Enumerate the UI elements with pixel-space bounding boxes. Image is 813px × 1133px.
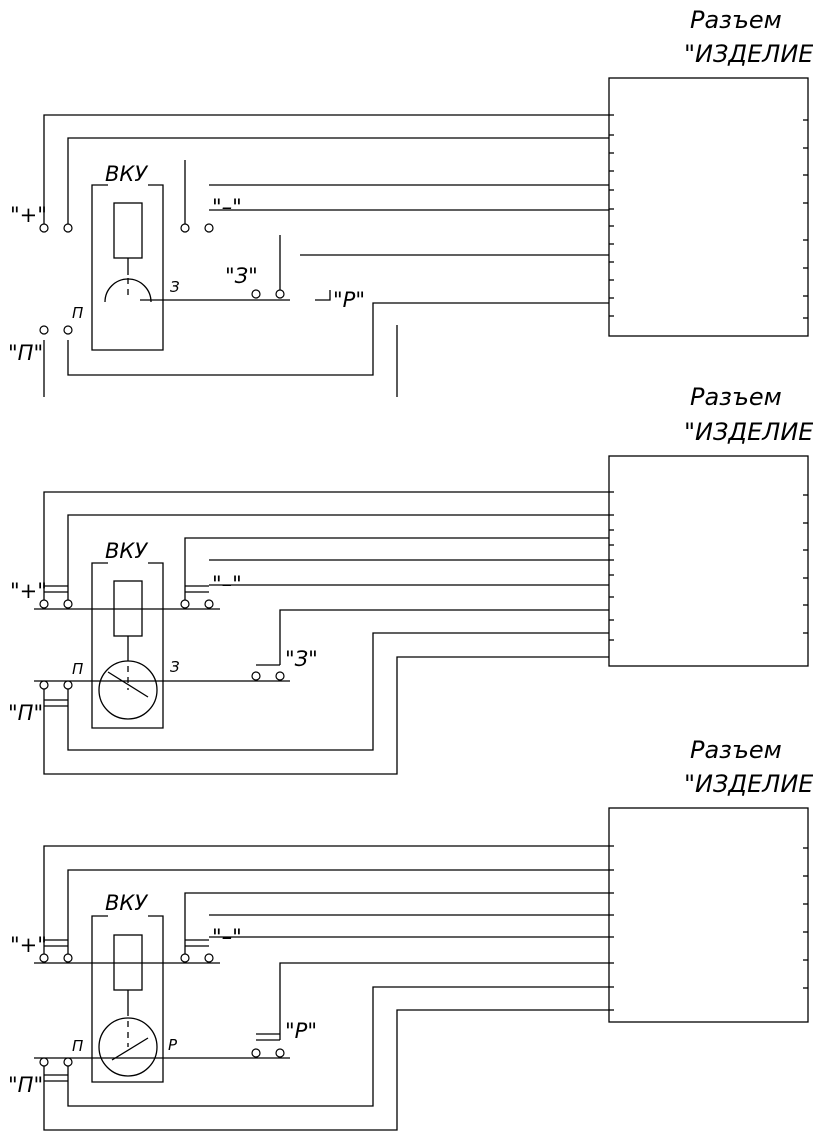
connector-ticks bbox=[609, 845, 808, 1011]
terminals bbox=[39, 599, 285, 690]
z-switch-label: "З" bbox=[285, 647, 318, 671]
connector-ticks bbox=[609, 491, 808, 641]
contact-label: Р bbox=[168, 1036, 178, 1054]
plus-terminal-label: "+" bbox=[10, 579, 47, 603]
connector-title: Разъем bbox=[690, 383, 782, 411]
minus-terminal-label: "–" bbox=[212, 572, 242, 596]
connector-name: "ИЗДЕЛИЕ" bbox=[684, 770, 813, 798]
connector-block bbox=[608, 77, 809, 337]
p-terminal-label: "П" bbox=[8, 701, 43, 725]
minus-terminal-label: "–" bbox=[212, 195, 242, 219]
r-switch-label: "Р" bbox=[285, 1019, 317, 1043]
p-small-label: П bbox=[72, 304, 83, 322]
minus-terminal-label: "–" bbox=[212, 925, 242, 949]
vku-label: ВКУ bbox=[105, 539, 148, 563]
terminals bbox=[39, 953, 285, 1067]
z-switch-label: "З" bbox=[225, 264, 258, 288]
diagram-2: Разъем "ИЗДЕЛИЕ" bbox=[8, 383, 813, 775]
contact-label: З bbox=[170, 278, 180, 296]
relay-coil bbox=[113, 202, 143, 259]
connector-block bbox=[608, 807, 809, 1023]
plus-terminal-label: "+" bbox=[10, 203, 47, 227]
gauge-dial bbox=[98, 1017, 158, 1077]
diagram-1: Разъем "ИЗДЕЛИЕ" bbox=[8, 6, 813, 397]
vku-unit bbox=[91, 562, 164, 729]
p-small-label: П bbox=[72, 1037, 83, 1055]
r-switch-label: "Р" bbox=[333, 288, 365, 312]
p-terminal-label: "П" bbox=[8, 341, 43, 365]
gauge-pointer bbox=[107, 671, 149, 698]
vku-label: ВКУ bbox=[105, 891, 148, 915]
vku-label: ВКУ bbox=[105, 162, 148, 186]
connector-title: Разъем bbox=[690, 6, 782, 34]
diagram-3: Разъем "ИЗДЕЛИЕ" bbox=[8, 736, 813, 1131]
vku-unit bbox=[91, 184, 164, 351]
wires bbox=[43, 114, 609, 397]
plus-terminal-label: "+" bbox=[10, 933, 47, 957]
connector-ticks bbox=[609, 114, 808, 319]
contact-label: З bbox=[170, 658, 180, 676]
terminals bbox=[39, 223, 285, 335]
connector-name: "ИЗДЕЛИЕ" bbox=[684, 418, 813, 446]
p-small-label: П bbox=[72, 660, 83, 678]
connector-block bbox=[608, 455, 809, 667]
wires bbox=[34, 845, 609, 1131]
connector-name: "ИЗДЕЛИЕ" bbox=[684, 40, 813, 68]
p-terminal-label: "П" bbox=[8, 1073, 43, 1097]
connector-title: Разъем bbox=[690, 736, 782, 764]
vku-unit bbox=[91, 915, 164, 1083]
wires bbox=[34, 491, 609, 775]
gauge-pointer bbox=[111, 1037, 149, 1061]
